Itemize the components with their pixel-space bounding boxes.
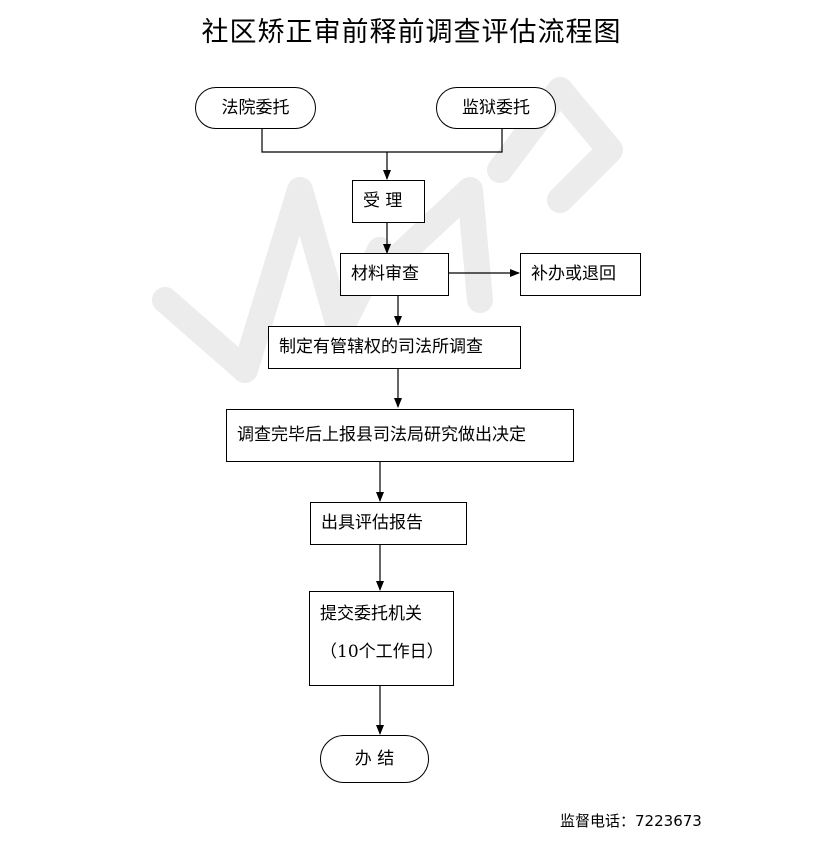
submit-node-line2: （10个工作日）	[320, 642, 444, 663]
hotline-label: 监督电话：	[560, 812, 636, 830]
accept-node: 受 理	[352, 180, 425, 223]
page-title: 社区矫正审前释前调查评估流程图	[201, 17, 622, 48]
hotline-number: 7223673	[635, 812, 702, 830]
assign-judicial-office-node: 制定有管辖权的司法所调查	[268, 326, 521, 369]
supervision-hotline: 监督电话：7223673	[560, 810, 702, 831]
issue-assessment-report-node: 出具评估报告	[310, 502, 467, 545]
case-closed-node: 办 结	[320, 735, 429, 783]
material-review-node: 材料审查	[340, 253, 449, 296]
prison-commission-node: 监狱委托	[436, 87, 556, 129]
supplement-or-return-node: 补办或退回	[520, 253, 641, 296]
merge-line	[261, 128, 503, 153]
court-commission-node: 法院委托	[195, 87, 316, 129]
submit-to-commissioning-authority-node: 提交委托机关 （10个工作日）	[309, 591, 454, 686]
submit-node-line1: 提交委托机关	[320, 604, 422, 624]
report-to-county-bureau-node: 调查完毕后上报县司法局研究做出决定	[226, 409, 574, 462]
